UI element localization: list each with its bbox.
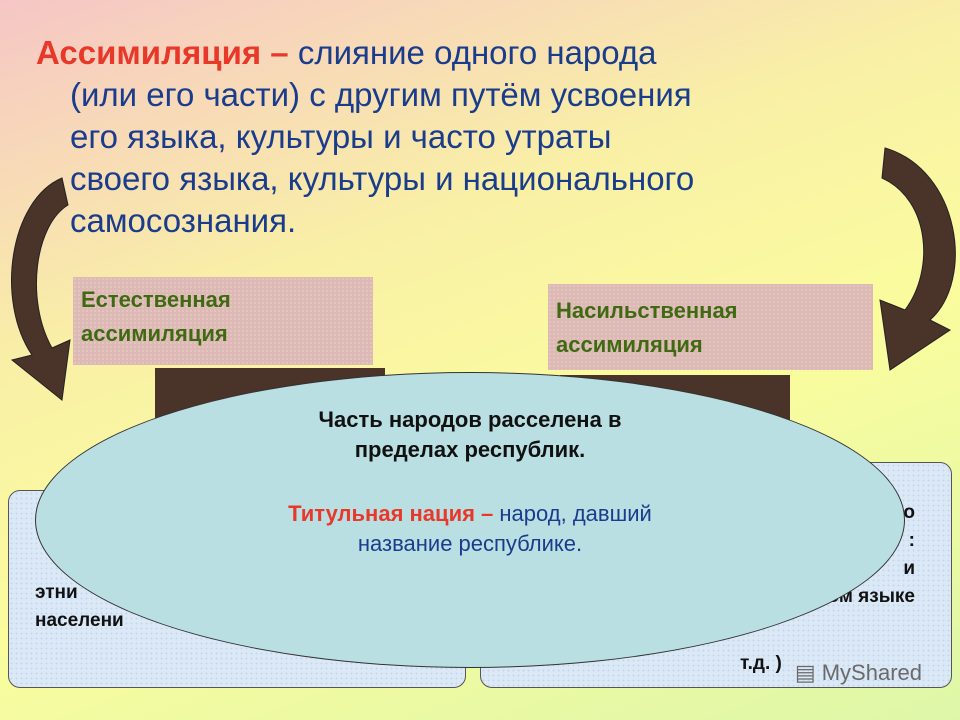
- oval-statement: Часть народов расселена в пределах респу…: [318, 407, 622, 462]
- titular-nation-oval: Часть народов расселена в пределах респу…: [35, 372, 905, 668]
- definition-line: своего языка, культуры и национального: [70, 160, 695, 197]
- box-label: Насильственная: [556, 298, 738, 323]
- scroll-text: :: [908, 530, 915, 551]
- definition-line: его языка, культуры и часто утраты: [70, 118, 612, 155]
- scroll-text: о: [903, 502, 915, 523]
- watermark: ▤ MyShared: [794, 660, 922, 685]
- box-label: ассимиляция: [556, 332, 703, 357]
- scroll-text: населени: [35, 610, 124, 631]
- natural-assimilation-box: Естественная ассимиляция: [73, 277, 373, 365]
- oval-definition: Титульная нация – народ, давший название…: [288, 501, 652, 556]
- box-label: Естественная: [81, 287, 231, 312]
- scroll-text: и: [903, 558, 915, 579]
- forced-assimilation-box: Насильственная ассимиляция: [548, 284, 873, 370]
- definition-line: самосознания.: [70, 202, 297, 239]
- definition-term: Ассимиляция –: [36, 34, 289, 71]
- definition-text: Ассимиляция – слияние одного народа (или…: [36, 32, 916, 242]
- left-curved-arrow-icon: [10, 177, 71, 401]
- presentation-icon: ▤: [794, 660, 822, 685]
- box-label: ассимиляция: [81, 321, 228, 346]
- definition-line: слияние одного народа: [288, 34, 657, 71]
- scroll-text: т.д. ): [740, 653, 782, 674]
- right-curved-arrow-icon: [879, 147, 956, 371]
- definition-line: (или его части) с другим путём усвоения: [70, 76, 692, 113]
- scroll-text: этни: [35, 582, 78, 603]
